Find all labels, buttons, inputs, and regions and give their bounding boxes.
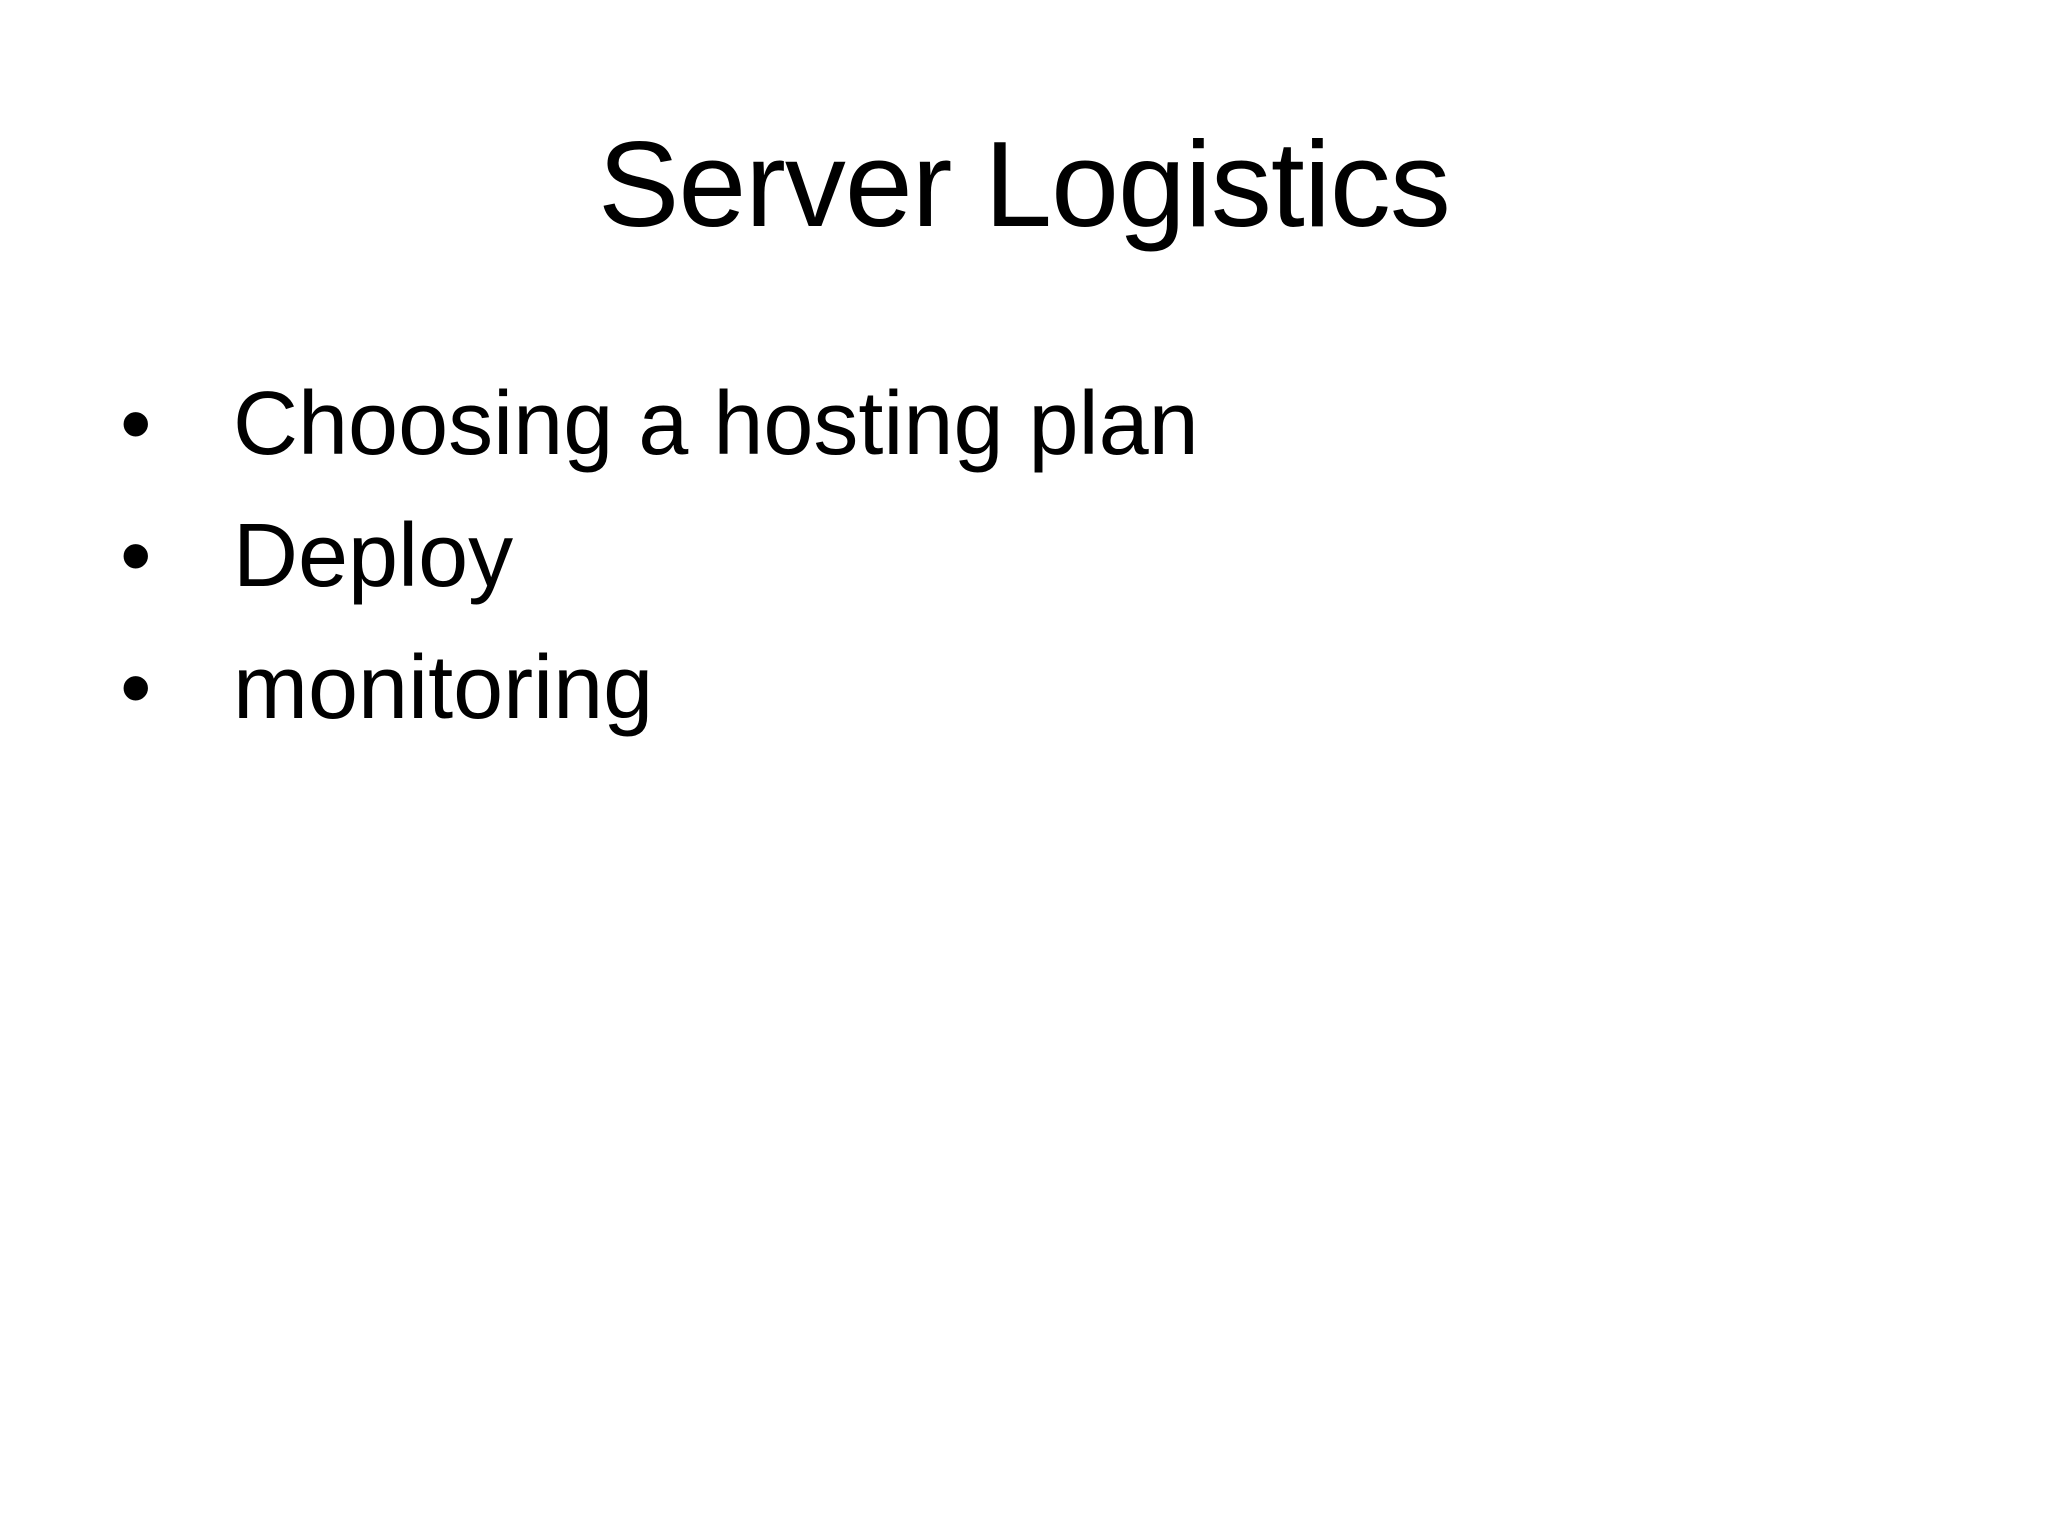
list-item: • Choosing a hosting plan [0,379,1900,469]
bullet-text: Deploy [233,506,514,606]
bullet-text: monitoring [233,638,654,738]
bullet-text: Choosing a hosting plan [233,374,1199,474]
list-item: • monitoring [0,643,1900,733]
list-item: • Deploy [0,511,1900,601]
bullet-icon: • [120,506,152,606]
bullet-icon: • [120,374,152,474]
bullet-list: • Choosing a hosting plan • Deploy • mon… [0,379,1900,775]
slide-title: Server Logistics [598,116,1451,252]
bullet-icon: • [120,638,152,738]
